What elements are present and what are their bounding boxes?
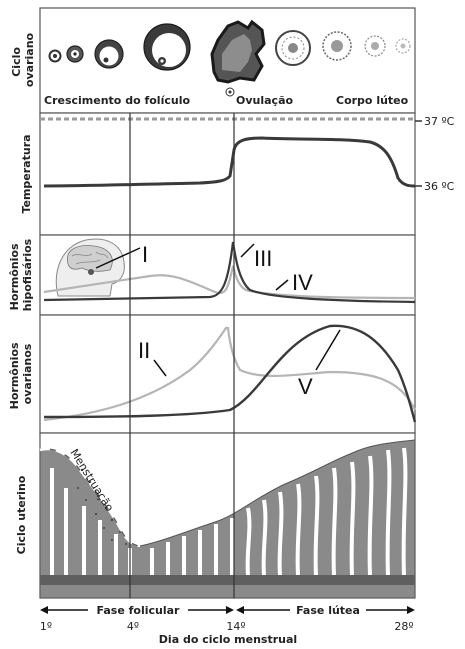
pituitary-title-line1: Hormônios: [8, 243, 21, 310]
corpus-luteum-stage-3: [365, 36, 385, 56]
follicular-phase-label: Fase folicular: [97, 604, 181, 617]
marker-iii: III: [254, 246, 272, 271]
day-tick-14: 14º: [226, 620, 245, 633]
caption-corpus-luteum: Corpo lúteo: [336, 94, 409, 107]
marker-i: I: [142, 242, 148, 267]
follicle-stage-3: [95, 40, 123, 68]
corpus-luteum-stage-1: [276, 31, 310, 65]
corpus-luteum-stage-4: [396, 39, 410, 53]
caption-ovulation: Ovulação: [236, 94, 293, 107]
pituitary-hormones-title: Hormônios hipofisários: [8, 238, 34, 311]
temp-label-37: 37 ºC: [424, 115, 455, 128]
follicle-stage-4: [144, 24, 190, 70]
marker-v: V: [298, 374, 313, 399]
follicle-stage-2: [67, 46, 83, 62]
svg-text:Hormônios hipofisários: Hormônios hipofisários: [8, 238, 34, 311]
uterine-cycle-title: Ciclo uterino: [15, 475, 28, 554]
x-axis-title: Dia do ciclo menstrual: [159, 633, 297, 646]
marker-ii: II: [138, 338, 150, 363]
ovarian-cycle-title-line2: ovariano: [23, 32, 36, 87]
released-ovum: [226, 88, 234, 96]
temp-label-36: 36 ºC: [424, 180, 455, 193]
day-tick-1: 1º: [40, 620, 52, 633]
ovarian-cycle-title-line1: Ciclo: [10, 47, 23, 77]
myometrium-band: [40, 575, 415, 585]
ovarian-cycle-title: Ciclo ovariano: [10, 32, 36, 87]
ovarian-hormones-title-line2: ovarianos: [21, 343, 34, 404]
caption-follicle-growth: Crescimento do folículo: [44, 94, 190, 107]
day-tick-4: 4º: [127, 620, 139, 633]
svg-text:Hormônios ovarianos: Hormônios ovarianos: [8, 339, 34, 410]
temperature-title: Temperatura: [20, 134, 33, 213]
pituitary-title-line2: hipofisários: [21, 238, 34, 311]
follicle-stage-1: [50, 51, 61, 62]
marker-iv: IV: [292, 270, 313, 295]
day-tick-28: 28º: [394, 620, 413, 633]
ovarian-hormones-title-line1: Hormônios: [8, 342, 21, 409]
temperature-panel: [40, 113, 415, 235]
corpus-luteum-stage-2: [323, 32, 351, 60]
svg-text:Ciclo ovariano: Ciclo ovariano: [10, 32, 36, 87]
luteal-phase-label: Fase lútea: [296, 604, 360, 617]
ovarian-hormones-title: Hormônios ovarianos: [8, 339, 34, 410]
